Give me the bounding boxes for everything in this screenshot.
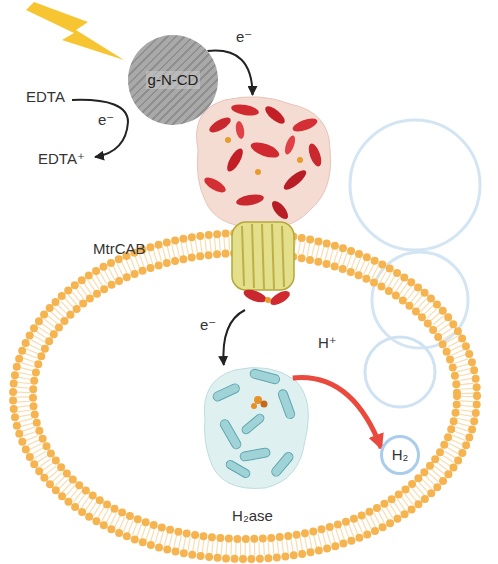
edta-arrow bbox=[72, 100, 128, 157]
bubble bbox=[365, 337, 435, 407]
edge-label: H⁺ bbox=[318, 334, 337, 351]
text-label: e⁻ bbox=[98, 111, 114, 128]
light-bolt bbox=[26, 2, 124, 60]
node-label: g-N-CD bbox=[146, 71, 201, 88]
hydrogenase: H₂ase bbox=[195, 365, 310, 495]
electron-arrow bbox=[223, 310, 245, 365]
node-label: H₂ bbox=[392, 446, 409, 463]
h2-bubble: H₂ bbox=[380, 435, 420, 475]
electron-arrow bbox=[293, 378, 381, 449]
hydrogenase-protein bbox=[204, 368, 308, 489]
mtrcab-complex: MtrCAB bbox=[185, 95, 335, 310]
figure-label: MtrCAB bbox=[93, 240, 146, 257]
mtrcab-protein bbox=[197, 97, 331, 308]
edge-label: e⁻ bbox=[236, 28, 252, 45]
edge-label: e⁻ bbox=[200, 316, 216, 333]
text-label: EDTA bbox=[26, 88, 65, 105]
bubble bbox=[350, 120, 480, 250]
figure-label: H₂ase bbox=[232, 507, 273, 524]
carbon-dot: g-N-CD bbox=[128, 35, 218, 125]
text-label: EDTA⁺ bbox=[38, 150, 85, 167]
